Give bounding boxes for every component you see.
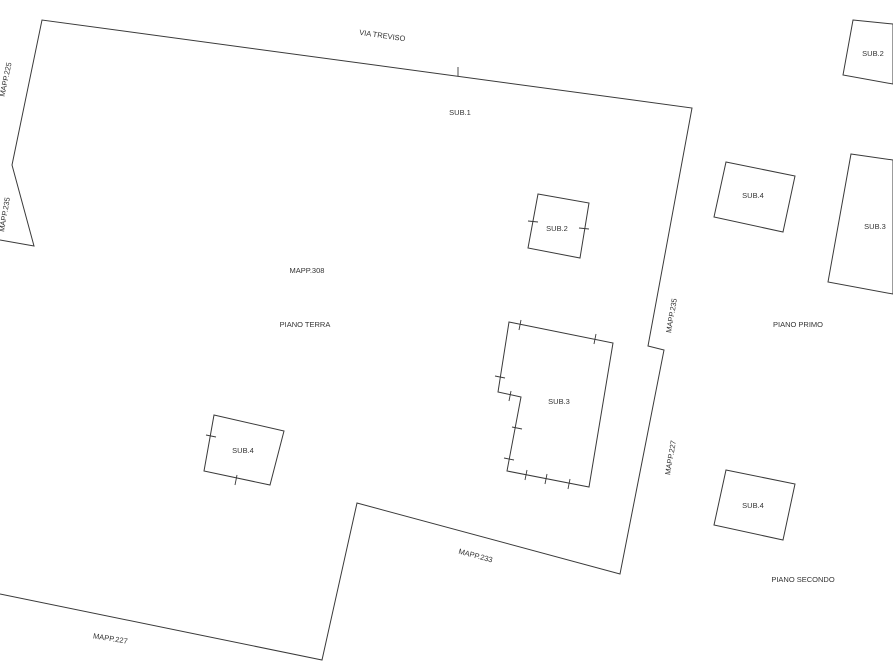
first-sub3-unit <box>827 153 893 295</box>
ground-sub4-unit <box>203 414 285 486</box>
ground-sub2-unit <box>527 193 590 259</box>
first-sub2-unit <box>842 19 893 85</box>
unit-tick <box>578 227 590 230</box>
ground-floor-label: PIANO TERRA <box>280 320 331 329</box>
mapp-227-bottom-label: MAPP.227 <box>92 631 128 645</box>
unit-tick <box>234 474 238 486</box>
ground-sub3-unit <box>497 321 614 488</box>
first-sub4-label: SUB.4 <box>742 191 764 200</box>
unit-tick <box>524 469 528 481</box>
unit-tick <box>494 375 506 379</box>
unit-tick <box>503 457 515 461</box>
mapp-235-right-label: MAPP.235 <box>664 298 679 334</box>
parcel-boundary <box>0 19 693 661</box>
mapp-233-label: MAPP.233 <box>458 547 494 565</box>
mapp-227-right-label: MAPP.227 <box>663 440 678 476</box>
first-sub4-unit <box>713 161 796 233</box>
first-floor-label: PIANO PRIMO <box>773 320 823 329</box>
unit-tick <box>508 390 512 402</box>
unit-tick <box>205 434 217 438</box>
second-sub4-unit <box>713 469 796 541</box>
second-sub4-label: SUB.4 <box>742 501 764 510</box>
ground-sub3-label: SUB.3 <box>548 397 570 406</box>
first-sub3-label: SUB.3 <box>864 222 886 231</box>
mapp-235-left-label: MAPP.235 <box>0 197 12 233</box>
second-floor-label: PIANO SECONDO <box>771 575 835 584</box>
ground-sub1-label: SUB.1 <box>449 108 471 117</box>
unit-tick <box>511 426 523 430</box>
ground-sub2-label: SUB.2 <box>546 224 568 233</box>
street-label: VIA TREVISO <box>359 28 407 43</box>
unit-tick <box>527 220 539 223</box>
unit-tick <box>518 319 522 331</box>
unit-tick <box>544 473 548 485</box>
unit-tick <box>567 478 571 490</box>
unit-tick <box>593 333 597 345</box>
mapp-225-label: MAPP.225 <box>0 61 14 97</box>
parcel-label: MAPP.308 <box>290 266 325 275</box>
first-sub2-label: SUB.2 <box>862 49 884 58</box>
ground-sub4-label: SUB.4 <box>232 446 254 455</box>
